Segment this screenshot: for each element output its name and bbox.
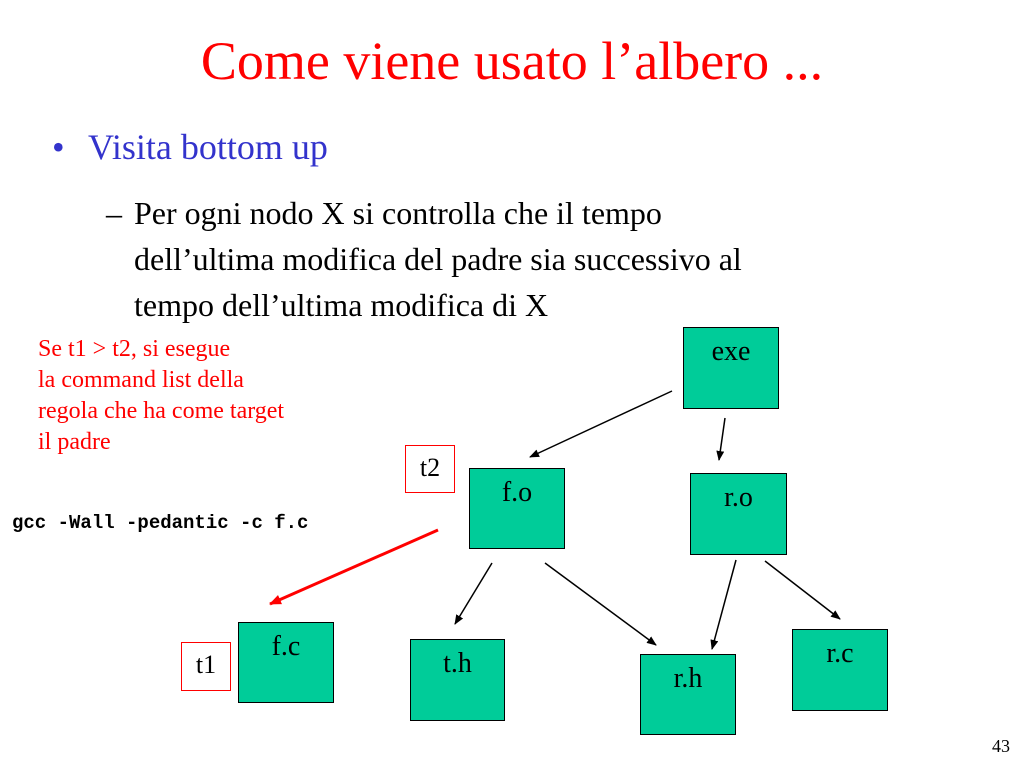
label-t2: t2: [405, 445, 455, 493]
compile-command: gcc -Wall -pedantic -c f.c: [12, 512, 309, 534]
node-fc: f.c: [238, 622, 334, 703]
bullet-marker: •: [52, 127, 65, 167]
edge-fo-th: [454, 562, 493, 625]
node-exe: exe: [683, 327, 779, 409]
page-number: 43: [992, 736, 1010, 756]
note-line-1: Se t1 > t2, si esegue: [38, 336, 231, 362]
sub-bullet-line-1: Per ogni nodo X si controlla che il temp…: [134, 195, 662, 231]
note-line-3: regola che ha come target: [38, 398, 285, 424]
edge-ro-rc: [764, 560, 841, 620]
bullet-text: Visita bottom up: [88, 127, 328, 167]
label-t1: t1: [181, 642, 231, 691]
edge-exe-fo: [529, 390, 673, 458]
edge-ro-rh: [710, 559, 737, 650]
slide-title: Come viene usato l’albero ...: [200, 31, 824, 91]
sub-bullet-marker: –: [106, 195, 122, 231]
node-rc: r.c: [792, 629, 888, 711]
node-fo: f.o: [469, 468, 565, 549]
highlight-arrow-fo-fc: [269, 528, 439, 606]
node-rh: r.h: [640, 654, 736, 735]
sub-bullet: – Per ogni nodo X si controlla che il te…: [106, 190, 906, 328]
bullet-item: • Visita bottom up: [52, 126, 328, 169]
sub-bullet-line-3: tempo dell’ultima modifica di X: [134, 287, 549, 323]
note-text: Se t1 > t2, si esegue la command list de…: [38, 334, 398, 458]
node-ro: r.o: [690, 473, 787, 555]
node-th: t.h: [410, 639, 505, 721]
note-line-4: il padre: [38, 429, 111, 455]
sub-bullet-line-2: dell’ultima modifica del padre sia succe…: [134, 241, 742, 277]
edge-fo-rh: [544, 562, 657, 646]
note-line-2: la command list della: [38, 367, 244, 393]
edge-exe-ro: [716, 417, 726, 461]
